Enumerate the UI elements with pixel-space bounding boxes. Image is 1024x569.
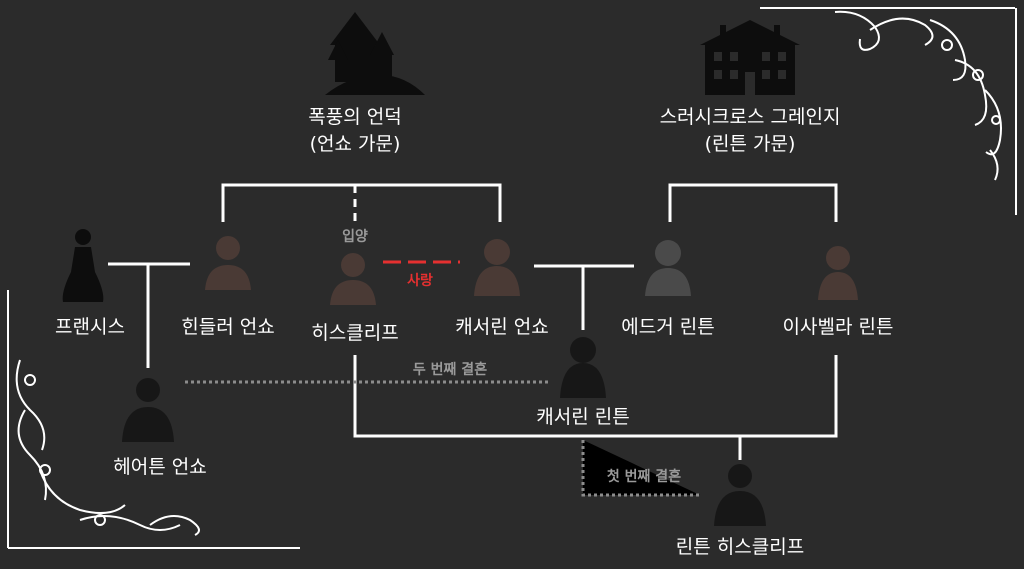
heathcliff-portrait [330,253,376,305]
hindley-name: 힌들러 언쇼 [181,316,275,338]
adoption-label: 입양 [342,229,368,245]
love-label: 사랑 [407,273,433,289]
second-marriage-label: 두 번째 결혼 [412,362,488,378]
hareton-portrait [122,378,174,442]
isabella-name: 이사벨라 린튼 [782,316,894,338]
wuthering-heights-title: 폭풍의 언덕 [308,106,402,128]
catherine-earnshaw-name: 캐서린 언쇼 [455,316,549,338]
first-marriage-label: 첫 번째 결혼 [606,469,682,485]
marriage-dotted-lines [185,380,700,497]
catherine-linton-name: 캐서린 린튼 [536,406,630,428]
linton-heathcliff-name: 린튼 히스클리프 [675,536,805,558]
heathcliff-name: 히스클리프 [311,322,399,344]
thrushcross-grange-label: 스러시크로스 그레인지 (린튼 가문) [660,104,841,158]
isabella-portrait [818,246,858,300]
edgar-name: 에드거 린튼 [621,316,715,338]
catherine-earnshaw-portrait [474,239,520,296]
thrushcross-grange-title: 스러시크로스 그레인지 [659,106,841,128]
corner-ornament-top-right [760,7,1017,215]
tree-lines [108,183,838,460]
frances-portrait [62,229,104,302]
wuthering-heights-family: (언쇼 가문) [309,133,401,155]
mansion-icon [700,20,800,95]
wuthering-heights-label: 폭풍의 언덕 (언쇼 가문) [308,104,401,158]
catherine-linton-portrait [560,337,606,398]
linton-heathcliff-portrait [714,464,766,526]
haunted-house-icon [325,12,425,95]
frances-name: 프랜시스 [55,316,125,338]
thrushcross-grange-family: (린튼 가문) [704,133,796,155]
corner-ornament-bottom-left [7,290,300,549]
edgar-portrait [645,240,691,296]
hareton-name: 헤어튼 언쇼 [113,456,207,478]
hindley-portrait [205,236,251,290]
